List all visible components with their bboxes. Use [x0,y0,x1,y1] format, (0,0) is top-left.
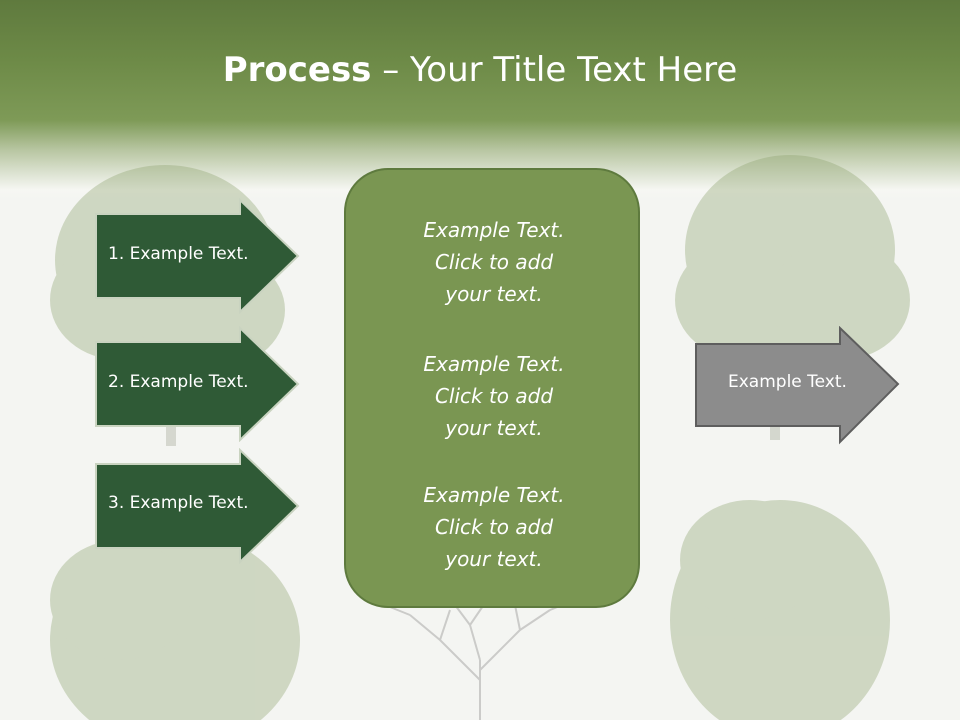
title-rest: – Your Title Text Here [371,50,738,90]
block-line: Example Text. [423,218,565,242]
arrow-label-1[interactable]: 1. Example Text. [108,244,249,264]
right-arrow-label[interactable]: Example Text. [728,372,847,392]
center-text-block-3[interactable]: Example Text. Click to add your text. [346,479,642,575]
center-text-block-1[interactable]: Example Text. Click to add your text. [346,214,642,310]
block-line: your text. [445,547,543,571]
block-line: Click to add [434,515,554,539]
arrow-label-3[interactable]: 3. Example Text. [108,493,249,513]
block-line: Example Text. [423,352,565,376]
center-text-block-2[interactable]: Example Text. Click to add your text. [346,348,642,444]
title-bold: Process [222,50,372,90]
arrow-shape-2[interactable] [94,326,300,442]
block-line: your text. [445,416,543,440]
title-bar [0,0,960,200]
block-line: Click to add [434,250,554,274]
center-text-box[interactable]: Example Text. Click to add your text. Ex… [344,168,640,608]
arrow-shape-1[interactable] [94,198,300,314]
arrow-label-2[interactable]: 2. Example Text. [108,372,249,392]
page-title: Process – Your Title Text Here [0,50,960,90]
right-arrow-shape[interactable] [694,326,900,446]
block-line: Example Text. [423,483,565,507]
block-line: your text. [445,282,543,306]
arrow-shape-3[interactable] [94,448,300,564]
block-line: Click to add [434,384,554,408]
